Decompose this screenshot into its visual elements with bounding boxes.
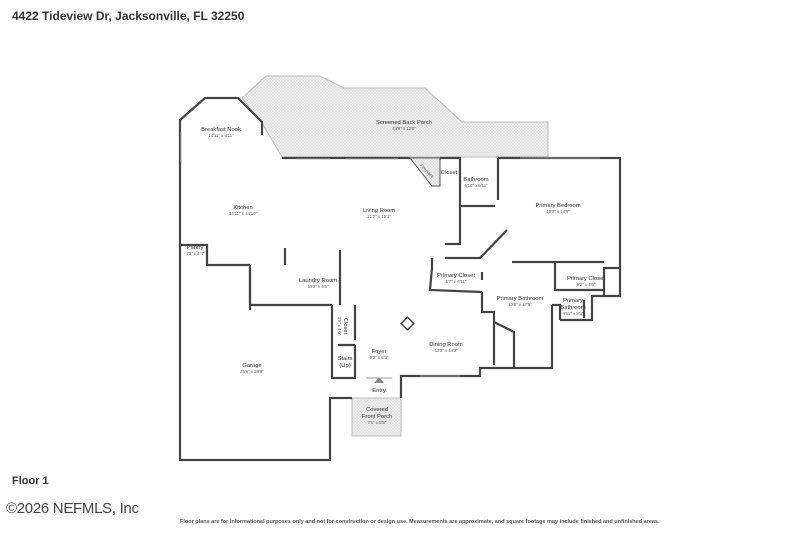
primary-closet-1-label: Primary Closet xyxy=(437,273,475,279)
closet-small-label: Closet xyxy=(342,318,348,335)
living-room-label: Living Room xyxy=(363,208,395,214)
primary-bathroom-1-label: Primary Bathroom xyxy=(497,296,544,302)
foyer-dims: 9'3" x 6'3" xyxy=(370,355,389,360)
stairs-label-line2: (Up) xyxy=(339,363,350,369)
primary-bathroom-2-label-line1: Primary xyxy=(563,298,583,304)
interior-walls xyxy=(180,158,604,380)
laundry-room-dims: 10'2" x 6'6" xyxy=(307,284,329,289)
pantry-label: Pantry xyxy=(187,245,204,251)
covered-front-porch-area xyxy=(351,397,402,437)
dining-room-dims: 13'0" x 14'2" xyxy=(434,348,458,353)
dining-column xyxy=(400,316,415,331)
covered-front-porch-dims: 7'1" x 8'9" xyxy=(368,420,387,425)
exterior-walls xyxy=(178,96,622,462)
copyright-watermark: ©2026 NEFMLS, Inc xyxy=(6,500,139,517)
closet-top-label: Closet xyxy=(441,170,458,176)
primary-bathroom-2-dims: 4'11" x 3'3" xyxy=(563,311,584,316)
bathroom-dims: 4'10" x 6'11" xyxy=(464,183,488,188)
dining-room-label: Dining Room xyxy=(429,342,463,348)
kitchen-dims: 14'11" x 14'10" xyxy=(229,211,258,216)
disclaimer-text: Floor plans are for informational purpos… xyxy=(180,519,660,525)
screened-back-porch-area xyxy=(241,75,549,158)
closet-small-dims: 3'5" x 4'0" xyxy=(337,317,342,336)
garage-label: Garage xyxy=(242,363,261,369)
foyer-label: Foyer xyxy=(372,349,387,355)
primary-bedroom-dims: 19'0" x 14'9" xyxy=(546,209,570,214)
primary-closet-2-label: Primary Closet xyxy=(567,276,605,282)
bathroom-label: Bathroom xyxy=(463,177,488,183)
laundry-room-label: Laundry Room xyxy=(299,278,337,284)
primary-bathroom-2-label-line2: Bathroom xyxy=(560,305,585,311)
entry-arrow-icon xyxy=(374,377,384,383)
covered-front-porch-label-line2: Front Porch xyxy=(362,414,392,420)
room-labels: Breakfast Nook 14'11" x 8'11" Screened B… xyxy=(186,120,606,425)
entry-label: Entry xyxy=(372,388,386,394)
breakfast-nook-label: Breakfast Nook xyxy=(201,127,241,133)
living-room-dims: 21'7" x 15'1" xyxy=(367,214,391,219)
primary-bedroom-label: Primary Bedroom xyxy=(535,203,580,209)
garage-dims: 25'6" x 28'9" xyxy=(240,369,264,374)
windows xyxy=(180,132,600,377)
stairs-label-line1: Stairs xyxy=(338,356,353,362)
listing-address: 4422 Tideview Dr, Jacksonville, FL 32250 xyxy=(12,9,245,23)
kitchen-label: Kitchen xyxy=(233,205,252,211)
floor-label: Floor 1 xyxy=(12,475,49,487)
screened-back-porch-dims: 44'9" x 12'0" xyxy=(392,126,416,131)
primary-closet-1-dims: 6'7" x 4'11" xyxy=(446,279,467,284)
screened-back-porch-label: Screened Back Porch xyxy=(376,120,432,126)
breakfast-nook-dims: 14'11" x 8'11" xyxy=(208,133,234,138)
fireplace-shape xyxy=(408,157,441,187)
primary-closet-2-dims: 9'2" x 4'6" xyxy=(577,282,596,287)
covered-front-porch-label-line1: Covered xyxy=(366,407,388,413)
primary-bathroom-1-dims: 10'5" x 17'6" xyxy=(508,302,532,307)
pantry-dims: 4'3" x 4'4" xyxy=(186,251,205,256)
